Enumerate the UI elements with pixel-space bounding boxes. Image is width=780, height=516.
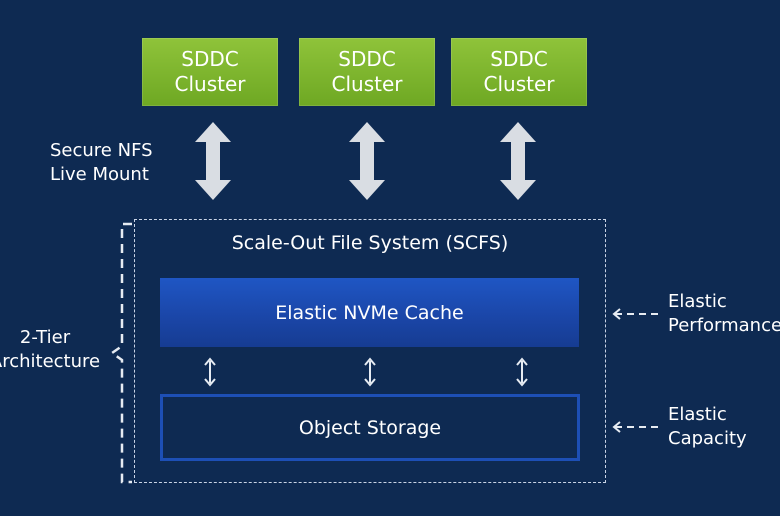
dashed-arrow-left-icon bbox=[612, 421, 662, 433]
small-double-arrow-icon bbox=[364, 357, 376, 387]
scfs-title: Scale-Out File System (SCFS) bbox=[231, 232, 509, 254]
tier-bracket bbox=[109, 222, 132, 484]
dashed-arrow-left-icon bbox=[612, 308, 662, 320]
scfs-container bbox=[134, 219, 606, 483]
nfs-mount-line2: Live Mount bbox=[50, 164, 149, 185]
object-storage-layer: Object Storage bbox=[160, 394, 580, 461]
double-arrow-icon bbox=[195, 122, 231, 200]
nfs-mount-line1: Secure NFS bbox=[50, 140, 153, 161]
cluster-label-line2: Cluster bbox=[174, 72, 246, 96]
elastic-capacity-line1: Elastic bbox=[668, 404, 727, 425]
cluster-label-line2: Cluster bbox=[483, 72, 555, 96]
elastic-performance-line1: Elastic bbox=[668, 291, 727, 312]
elastic-performance-line2: Performance bbox=[668, 315, 780, 336]
small-double-arrow-icon bbox=[516, 357, 528, 387]
cluster-label-line1: SDDC bbox=[338, 47, 396, 71]
elastic-capacity-line2: Capacity bbox=[668, 428, 747, 449]
nvme-cache-label: Elastic NVMe Cache bbox=[275, 301, 464, 324]
sddc-cluster-2: SDDC Cluster bbox=[299, 38, 435, 106]
double-arrow-icon bbox=[349, 122, 385, 200]
nfs-mount-label: Secure NFS Live Mount bbox=[50, 139, 153, 187]
two-tier-line2: Architecture bbox=[0, 351, 101, 372]
small-double-arrow-icon bbox=[204, 357, 216, 387]
sddc-cluster-3: SDDC Cluster bbox=[451, 38, 587, 106]
two-tier-label: 2-Tier Architecture bbox=[0, 326, 104, 374]
cluster-label-line2: Cluster bbox=[331, 72, 403, 96]
double-arrow-icon bbox=[500, 122, 536, 200]
cluster-label-line1: SDDC bbox=[490, 47, 548, 71]
cluster-label-line1: SDDC bbox=[181, 47, 239, 71]
elastic-performance-label: Elastic Performance bbox=[668, 290, 780, 338]
nvme-cache-layer: Elastic NVMe Cache bbox=[160, 278, 579, 347]
object-storage-label: Object Storage bbox=[298, 416, 442, 439]
two-tier-line1: 2-Tier bbox=[19, 327, 71, 348]
sddc-cluster-1: SDDC Cluster bbox=[142, 38, 278, 106]
elastic-capacity-label: Elastic Capacity bbox=[668, 403, 747, 451]
